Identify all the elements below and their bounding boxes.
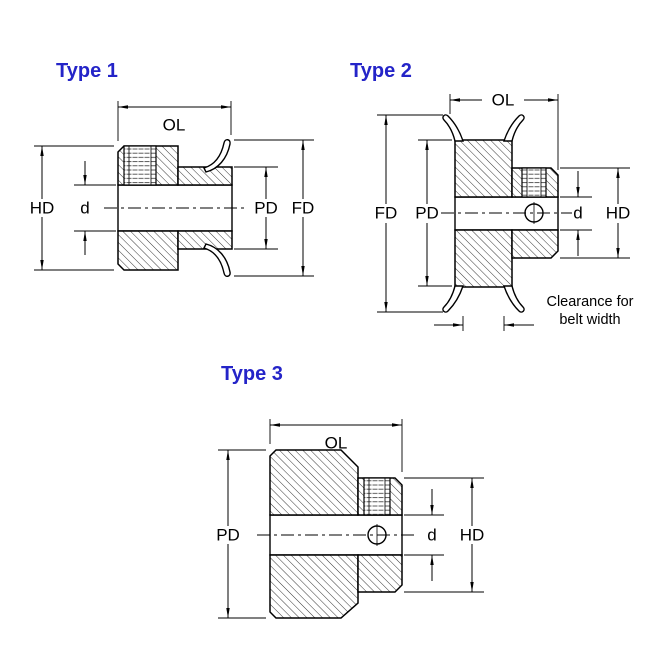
type2-dim-d: d bbox=[573, 171, 583, 256]
type3-dim-ol-label: OL bbox=[325, 434, 348, 453]
type1-hub-lower-section bbox=[117, 230, 179, 271]
type1-dim-d: d bbox=[80, 161, 90, 255]
type1-flange-bottom bbox=[203, 243, 231, 277]
type1-belt-lower-section bbox=[177, 230, 233, 250]
type1-dim-pd-label: PD bbox=[254, 199, 278, 218]
type2-dim-fd: FD bbox=[375, 115, 398, 312]
type1-extension-lines bbox=[34, 101, 314, 277]
type3-dim-d: d bbox=[427, 489, 437, 581]
type3-dim-hd-label: HD bbox=[460, 526, 485, 545]
type1-dim-pd: PD bbox=[254, 167, 278, 249]
type3-title: Type 3 bbox=[221, 363, 283, 385]
type2-dim-ol-label: OL bbox=[492, 91, 515, 110]
type1-pulley-drawing bbox=[104, 139, 246, 277]
type2-set-screw bbox=[521, 167, 547, 198]
type3-dim-pd-label: PD bbox=[216, 526, 240, 545]
type2-dim-ol: OL bbox=[450, 91, 558, 110]
type2-dim-hd-label: HD bbox=[606, 204, 631, 223]
type1-figure: OL HD d PD FD bbox=[30, 101, 315, 277]
type2-dim-d-label: d bbox=[573, 204, 582, 223]
type2-figure: OL FD PD d HD Clearance for belt width bbox=[375, 91, 634, 331]
type2-belt-lower-section bbox=[454, 229, 513, 288]
type3-hub-lower-section bbox=[357, 554, 403, 593]
type3-dim-pd: PD bbox=[216, 450, 240, 618]
type1-dim-d-label: d bbox=[80, 199, 89, 218]
type2-dim-hd: HD bbox=[606, 168, 631, 258]
type1-dim-ol: OL bbox=[118, 105, 231, 135]
type3-pulley-drawing bbox=[257, 449, 416, 619]
type3-body-lower-section bbox=[269, 554, 359, 619]
type3-figure: OL PD d HD bbox=[216, 419, 485, 619]
type2-clearance-label-line1: Clearance for bbox=[546, 294, 633, 310]
type2-belt-upper-section bbox=[454, 139, 513, 198]
type2-dim-pd: PD bbox=[415, 140, 439, 286]
type1-dim-hd-label: HD bbox=[30, 199, 55, 218]
type3-dim-hd: HD bbox=[460, 478, 485, 592]
type2-flange-bottom-right bbox=[503, 285, 525, 313]
type2-flange-top-right bbox=[503, 114, 525, 142]
type2-flange-top-left bbox=[442, 114, 464, 142]
type1-dim-hd: HD bbox=[30, 146, 55, 270]
type2-dim-pd-label: PD bbox=[415, 204, 439, 223]
type2-pulley-drawing bbox=[441, 114, 572, 313]
type1-flange-top bbox=[203, 139, 231, 173]
type1-title: Type 1 bbox=[56, 60, 118, 82]
type2-clearance-label-line2: belt width bbox=[559, 312, 620, 328]
type2-hub-lower-section bbox=[511, 229, 559, 259]
type2-title: Type 2 bbox=[350, 60, 412, 82]
type3-set-screw bbox=[363, 477, 391, 516]
type1-dim-fd: FD bbox=[292, 140, 315, 276]
type3-dim-d-label: d bbox=[427, 526, 436, 545]
type1-dim-fd-label: FD bbox=[292, 199, 315, 218]
type2-clearance-note: Clearance for belt width bbox=[434, 294, 634, 328]
type1-dim-ol-label: OL bbox=[163, 116, 186, 135]
type3-body-upper-section bbox=[269, 449, 359, 516]
type2-dim-fd-label: FD bbox=[375, 204, 398, 223]
type2-flange-bottom-left bbox=[442, 285, 464, 313]
type3-dim-ol: OL bbox=[270, 423, 402, 453]
